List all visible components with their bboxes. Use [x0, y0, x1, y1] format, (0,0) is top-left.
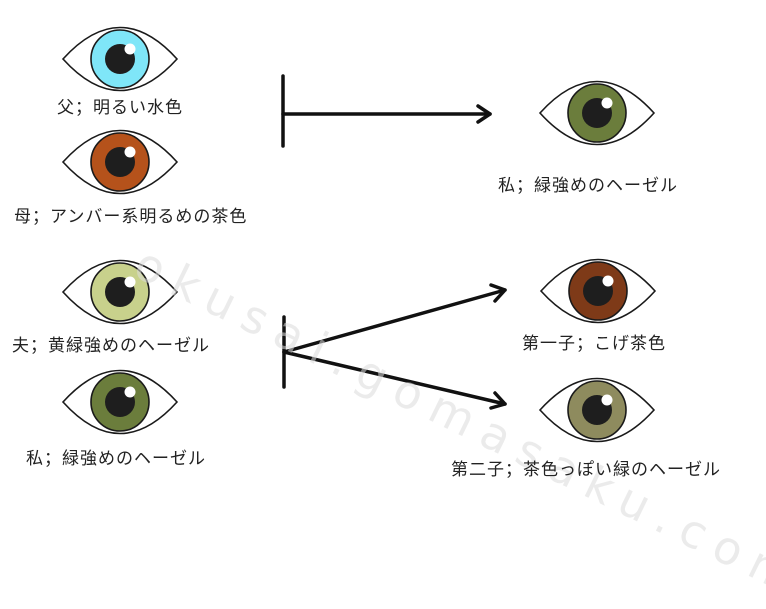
eye-highlight: [601, 394, 613, 406]
eye-highlight: [124, 276, 136, 288]
label-father: 父；明るい水色: [57, 98, 183, 118]
arrow-to-second-child: [282, 350, 507, 406]
label-me-bottom: 私；緑強めのヘーゼル: [26, 449, 206, 469]
eye-icon-father: [61, 26, 179, 92]
eye-icon-mother: [61, 129, 179, 195]
arrow-to-first-child: [282, 288, 507, 354]
bottom-connector: [282, 283, 507, 410]
label-mother: 母；アンバー系明るめの茶色: [14, 207, 248, 227]
top-arrow-head: [476, 104, 492, 124]
eye-color-inheritance-diagram: [61, 26, 657, 443]
arrow-head-first-child: [489, 283, 507, 303]
label-husband: 夫；黄緑強めのヘーゼル: [12, 336, 210, 356]
eye-icon-second-child: [538, 377, 656, 443]
eye-highlight: [124, 43, 136, 55]
eye-icon-first-child: [539, 258, 657, 324]
eye-icon-me-bottom: [61, 369, 179, 435]
eye-highlight: [601, 97, 613, 109]
label-first-child: 第一子；こげ茶色: [522, 334, 666, 354]
label-me-top: 私；緑強めのヘーゼル: [498, 176, 678, 196]
label-second-child: 第二子；茶色っぽい緑のヘーゼル: [451, 460, 721, 480]
eye-icon-husband: [61, 259, 179, 325]
eye-icon-me-top: [538, 80, 656, 146]
eye-highlight: [124, 146, 136, 158]
top-connector: [281, 74, 492, 148]
eye-highlight: [602, 275, 614, 287]
arrow-head-second-child: [489, 391, 507, 410]
eye-highlight: [124, 386, 136, 398]
